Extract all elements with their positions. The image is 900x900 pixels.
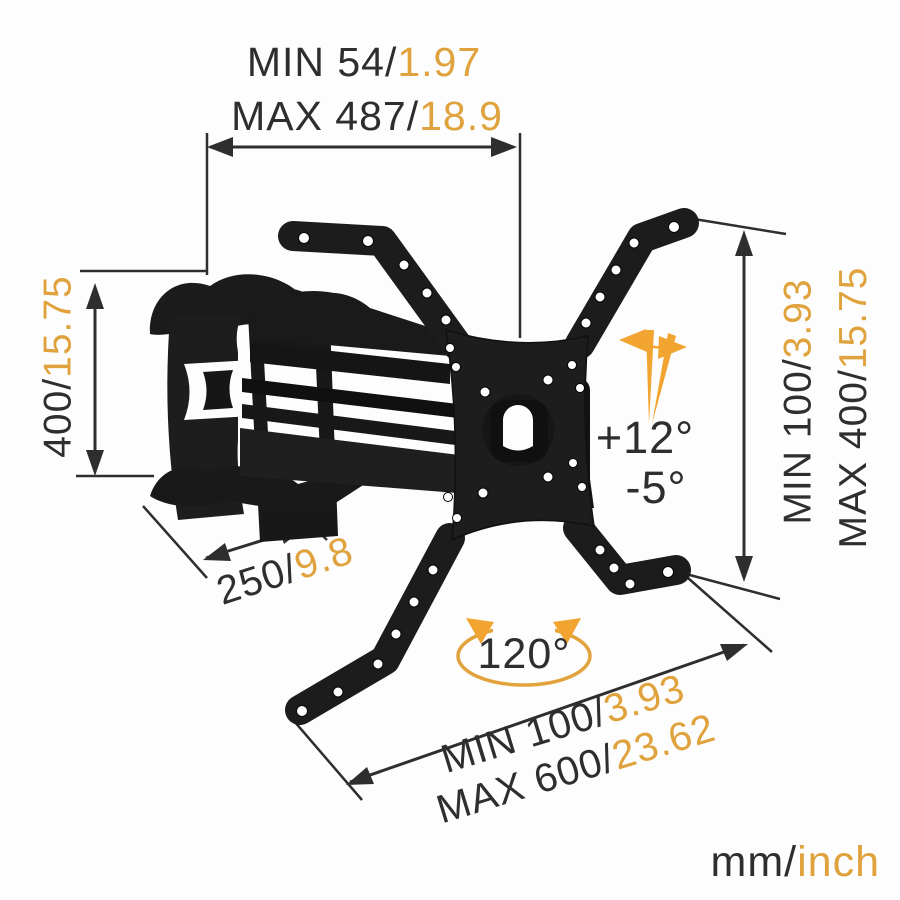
vesa-arm-top-left bbox=[278, 221, 473, 361]
dim-top-max-label: MAX 487/18.9 bbox=[160, 96, 574, 137]
tilt-icon bbox=[619, 329, 687, 424]
tilt-up-value: +12° bbox=[595, 412, 695, 463]
dim-right-max-label: MAX 400/15.75 bbox=[832, 240, 875, 575]
tilt-up-label: +12° bbox=[565, 415, 725, 460]
units-label: mm/inch bbox=[640, 841, 880, 884]
dim-right-min-label: MIN 100/3.93 bbox=[776, 252, 820, 552]
dim-top-max-mm: MAX 487/ bbox=[231, 93, 420, 139]
dim-top-min-inch: 1.97 bbox=[397, 39, 482, 85]
dimension-lines bbox=[76, 133, 787, 801]
dim-top-min-mm: MIN 54/ bbox=[246, 39, 398, 85]
right-height-dimension bbox=[685, 217, 787, 601]
tilt-down-label: -5° bbox=[576, 465, 736, 510]
vesa-arm-bottom-right bbox=[563, 513, 691, 595]
top-width-dimension bbox=[205, 133, 522, 338]
tv-mount-illustration bbox=[149, 208, 699, 725]
units-mm: mm/ bbox=[710, 838, 798, 886]
swivel-angle-label: 120° bbox=[444, 633, 604, 676]
vesa-arm-bottom-left bbox=[285, 523, 465, 725]
dim-right-min-inch: 3.93 bbox=[776, 278, 820, 359]
dim-right-max-inch: 15.75 bbox=[832, 266, 875, 370]
dim-top-max-inch: 18.9 bbox=[419, 93, 503, 139]
dim-left-height-label: 400/15.75 bbox=[36, 257, 80, 477]
dim-left-height-mm: 400/ bbox=[36, 377, 80, 458]
dim-right-min-mm: MIN 100/ bbox=[776, 358, 820, 525]
mount-holes bbox=[296, 221, 680, 717]
left-height-dimension bbox=[76, 269, 208, 478]
units-inch: inch bbox=[797, 838, 880, 886]
dim-right-max-mm: MAX 400/ bbox=[832, 369, 875, 549]
dim-top-min-label: MIN 54/1.97 bbox=[164, 42, 564, 83]
swivel-angle-value: 120° bbox=[477, 630, 571, 678]
tilt-down-value: -5° bbox=[625, 462, 687, 513]
bottom-width-dimension bbox=[287, 577, 773, 801]
swivel-arc-icon bbox=[456, 616, 592, 687]
dim-left-height-inch: 15.75 bbox=[36, 275, 80, 378]
